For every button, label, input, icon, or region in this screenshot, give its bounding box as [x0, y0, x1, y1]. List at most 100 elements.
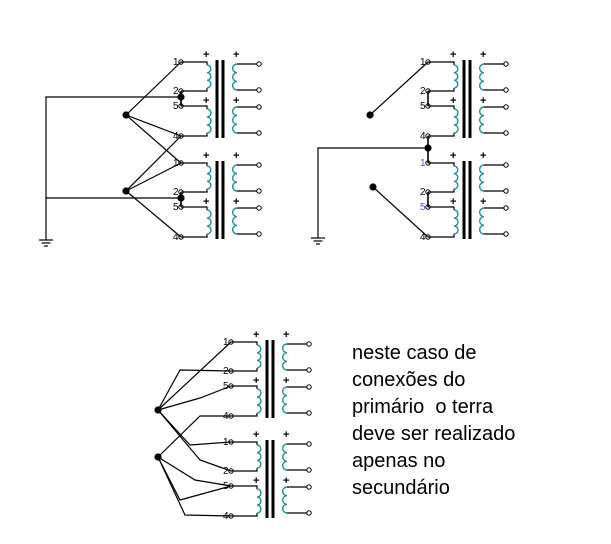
ground-wire	[45, 96, 181, 240]
diagram-b-wiring	[311, 61, 432, 245]
terminal-label-4: 4	[223, 511, 229, 522]
polarity-mark: +	[203, 49, 209, 61]
secondary-coil-lower	[281, 386, 288, 414]
ground-symbol	[311, 237, 325, 245]
terminal-label-4: 4	[173, 232, 179, 243]
polarity-mark: +	[450, 196, 456, 208]
lead-2	[181, 88, 208, 92]
secondary-coil-lower	[478, 207, 485, 235]
terminal-label-1: 1	[173, 57, 179, 68]
primary-coil-upper	[206, 64, 212, 89]
polarity-mark: +	[253, 375, 259, 387]
terminal-label-5: 5	[420, 202, 426, 213]
note-line-6: secundário	[352, 477, 450, 499]
terminal-label-2: 2	[420, 86, 426, 97]
secondary-terminal	[306, 441, 312, 447]
polarity-mark: +	[480, 196, 486, 208]
polarity-mark: +	[203, 150, 209, 162]
secondary-terminal	[256, 188, 262, 194]
secondary-terminal	[306, 367, 312, 373]
secondary-terminal	[256, 61, 262, 67]
polarity-mark: +	[283, 429, 289, 441]
primary-coil-lower	[206, 209, 212, 235]
primary-coil-lower	[453, 209, 459, 235]
primary-coil-upper	[453, 165, 459, 190]
secondary-coil-upper	[281, 443, 288, 471]
grounding-note: neste caso de conexões do primário o ter…	[352, 340, 602, 502]
lead-5	[181, 105, 208, 109]
secondary-coil-upper	[281, 343, 288, 371]
secondary-terminal	[306, 384, 312, 390]
lead-2	[428, 88, 455, 92]
wire	[372, 186, 429, 238]
secondary-terminal	[503, 162, 509, 168]
lead-1	[181, 61, 208, 65]
lead-1	[428, 61, 455, 65]
terminal-label-5: 5	[173, 101, 179, 112]
terminal-label-1: 1	[223, 337, 229, 348]
lead-2	[231, 468, 258, 472]
secondary-terminal	[306, 341, 312, 347]
polarity-mark: +	[283, 375, 289, 387]
terminal-label-1: 1	[420, 57, 426, 68]
wire	[125, 114, 182, 164]
polarity-mark: +	[480, 95, 486, 107]
polarity-mark: +	[203, 95, 209, 107]
terminal-label-2: 2	[173, 86, 179, 97]
lead-1	[231, 341, 258, 345]
polarity-mark: +	[450, 150, 456, 162]
primary-coil-lower	[206, 108, 212, 134]
primary-coil-lower	[256, 388, 262, 414]
wire	[125, 162, 182, 192]
secondary-terminal	[503, 104, 509, 110]
secondary-coil-lower	[478, 106, 485, 134]
wire	[125, 61, 182, 116]
wire	[125, 114, 182, 137]
polarity-mark: +	[233, 95, 239, 107]
ground-symbol	[39, 239, 53, 247]
secondary-terminal	[256, 205, 262, 211]
secondary-terminal	[306, 484, 312, 490]
diagram-c-wiring	[154, 341, 232, 517]
secondary-coil-upper	[478, 63, 485, 91]
secondary-terminal	[306, 467, 312, 473]
polarity-mark: +	[480, 150, 486, 162]
secondary-terminal	[306, 410, 312, 416]
terminal-label-2: 2	[420, 187, 426, 198]
polarity-mark: +	[253, 329, 259, 341]
terminal-label-5: 5	[223, 381, 229, 392]
primary-coil-lower	[256, 488, 262, 514]
polarity-mark: +	[450, 49, 456, 61]
wire	[157, 369, 232, 411]
lead-5	[181, 206, 208, 210]
secondary-terminal	[503, 87, 509, 93]
lead-4	[181, 234, 208, 238]
polarity-mark: +	[253, 429, 259, 441]
secondary-coil-upper	[231, 164, 238, 192]
secondary-coil-lower	[231, 106, 238, 134]
note-line-3: primário o terra	[352, 396, 494, 418]
lead-2	[181, 189, 208, 193]
wire	[125, 135, 182, 192]
secondary-terminal	[503, 130, 509, 136]
wire	[157, 415, 231, 458]
secondary-terminal	[256, 162, 262, 168]
primary-coil-upper	[256, 344, 262, 369]
terminal-label-4: 4	[173, 131, 179, 142]
lead-2	[231, 368, 258, 372]
primary-coil-upper	[206, 165, 212, 190]
diagram-a-wiring	[39, 61, 185, 247]
lead-4	[428, 133, 455, 137]
lead-4	[231, 513, 258, 517]
ground-wire	[317, 147, 428, 238]
note-line-2: conexões do	[352, 369, 466, 391]
lead-5	[231, 485, 258, 489]
lead-4	[231, 413, 258, 417]
terminal-label-5: 5	[420, 101, 426, 112]
wire	[157, 456, 232, 487]
